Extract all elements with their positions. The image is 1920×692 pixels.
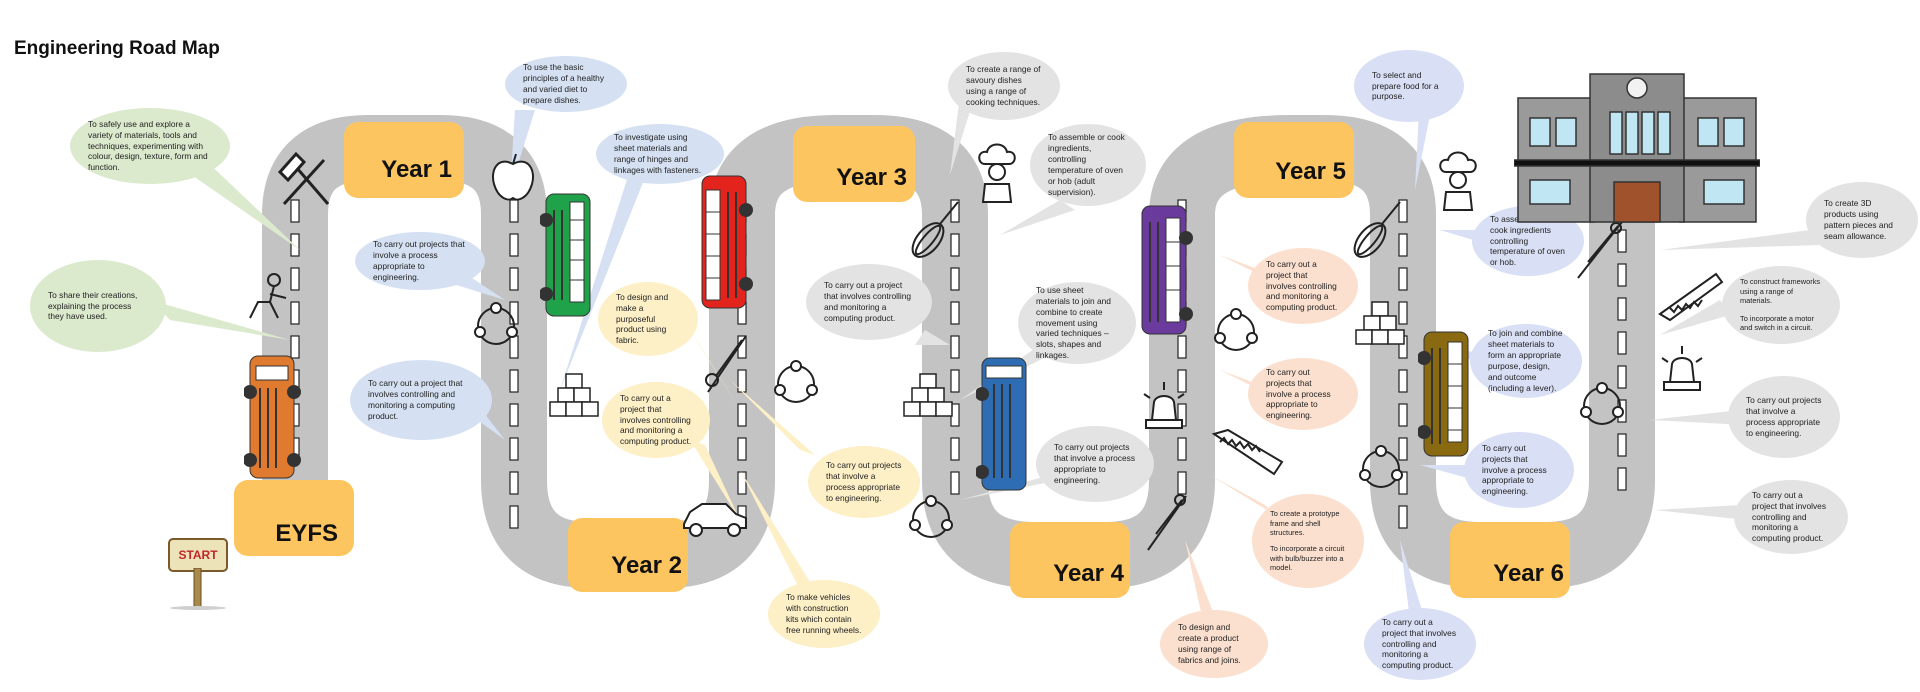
- objective-text: To use the basic principles of a healthy…: [523, 62, 605, 105]
- objective-bubble: To design and make a purposeful product …: [598, 282, 698, 356]
- year-label-4: Year 4: [1010, 522, 1130, 598]
- year-label-2: Year 2: [568, 518, 688, 592]
- objective-text: To investigate using sheet materials and…: [614, 132, 702, 175]
- objective-text: To design and create a product using ran…: [1178, 622, 1241, 665]
- objective-bubble: To carry out projects that involve a pro…: [1464, 432, 1574, 508]
- objective-text: To safely use and explore a variety of m…: [88, 118, 208, 173]
- whisk-icon: [1353, 201, 1401, 258]
- objective-bubble: To carry out a project that involves con…: [350, 360, 492, 440]
- car-icon: [683, 503, 747, 537]
- recycle-icon: [909, 495, 953, 538]
- objective-bubble: To share their creations, explaining the…: [30, 260, 166, 352]
- objective-text: To incorporate a circuit with bulb/buzze…: [1270, 544, 1345, 573]
- objective-bubble: To create 3D products using pattern piec…: [1806, 182, 1918, 258]
- objective-bubble: To carry out projects that involve a pro…: [1248, 358, 1358, 430]
- objective-text: To carry out projects that involve a pro…: [1482, 442, 1547, 497]
- bus-icon: [1418, 331, 1469, 457]
- objective-text: To carry out a project that involves con…: [824, 280, 912, 323]
- objective-text: To share their creations, explaining the…: [48, 289, 138, 322]
- objective-bubble: To select and prepare food for a purpose…: [1354, 50, 1464, 122]
- bus-icon: [244, 355, 301, 479]
- objective-bubble: To carry out a project that involves con…: [806, 264, 932, 340]
- objective-text: To create a range of savoury dishes usin…: [966, 64, 1041, 107]
- objective-text: To use sheet materials to join and combi…: [1036, 284, 1111, 361]
- blocks-icon: [549, 373, 599, 417]
- scissors-icon: [1577, 221, 1623, 279]
- objective-bubble: To carry out a project that involves con…: [602, 382, 710, 458]
- objective-text: To carry out a project that involves con…: [1752, 489, 1827, 544]
- objective-text: To join and combine sheet materials to f…: [1488, 328, 1563, 393]
- chef-icon: [1439, 151, 1477, 211]
- school-building-icon: [1514, 73, 1760, 223]
- objective-bubble: To carry out a project that involves con…: [1734, 480, 1848, 554]
- objective-text: To assemble or cook ingredients, control…: [1048, 132, 1125, 197]
- objective-text: To create a prototype frame and shell st…: [1270, 509, 1340, 538]
- objective-text: To construct frameworks using a range of…: [1740, 276, 1821, 306]
- objective-text: To make vehicles with construction kits …: [786, 592, 862, 635]
- start-sign-icon: [170, 568, 226, 610]
- siren-icon: [1661, 346, 1703, 391]
- year-label-3: Year 3: [793, 126, 915, 202]
- objective-text: To carry out a project that involves con…: [1266, 258, 1338, 313]
- recycle-icon: [474, 302, 518, 345]
- objective-bubble: To use the basic principles of a healthy…: [505, 56, 627, 112]
- objective-bubble: To safely use and explore a variety of m…: [70, 108, 230, 184]
- objective-bubble: To carry out projects that involve a pro…: [355, 232, 485, 290]
- objective-text: To design and make a purposeful product …: [616, 291, 669, 346]
- bus-icon: [701, 175, 753, 309]
- objective-text: To carry out projects that involve a pro…: [826, 460, 902, 503]
- objective-bubble: To design and create a product using ran…: [1160, 610, 1268, 678]
- page-title: Engineering Road Map: [14, 38, 220, 59]
- blocks-icon: [1355, 301, 1405, 345]
- objective-bubble: To carry out a project that involves con…: [1364, 608, 1476, 680]
- objective-text: To carry out projects that involve a pro…: [1746, 395, 1822, 438]
- year-label-5: Year 5: [1234, 122, 1354, 198]
- objective-bubble: To make vehicles with construction kits …: [768, 580, 880, 648]
- objective-text: To carry out projects that involve a pro…: [1266, 366, 1331, 421]
- objective-bubble: To use sheet materials to join and combi…: [1018, 282, 1136, 364]
- chef-icon: [978, 143, 1016, 203]
- objective-bubble: To investigate using sheet materials and…: [596, 124, 724, 184]
- objective-bubble: To assemble or cook ingredients, control…: [1030, 124, 1146, 206]
- year-label-eyfs: EYFS: [234, 480, 354, 556]
- start-sign: START: [168, 538, 228, 572]
- saw-icon: [1658, 272, 1724, 322]
- siren-icon: [1143, 382, 1185, 429]
- objective-bubble: To carry out projects that involve a pro…: [1036, 426, 1154, 502]
- recycle-icon: [1214, 308, 1258, 351]
- year-label-1: Year 1: [344, 122, 464, 198]
- objective-text: To select and prepare food for a purpose…: [1372, 69, 1439, 102]
- bus-icon: [1141, 205, 1193, 335]
- objective-text: To carry out projects that involve a pro…: [373, 239, 465, 282]
- year-label-6: Year 6: [1450, 522, 1570, 598]
- blocks-icon: [903, 373, 953, 417]
- objective-text: To incorporate a motor and switch in a c…: [1740, 313, 1814, 333]
- objective-bubble: To carry out a project that involves con…: [1248, 248, 1358, 324]
- bus-icon: [976, 357, 1027, 491]
- objective-text: To create 3D products using pattern piec…: [1824, 198, 1893, 241]
- saw-icon: [1211, 428, 1284, 476]
- scissors-icon: [705, 335, 747, 393]
- recycle-icon: [1580, 382, 1624, 425]
- person-icon: [249, 273, 287, 319]
- hammer-pick-icon: [278, 151, 330, 206]
- whisk-icon: [911, 201, 959, 258]
- objective-bubble: To create a range of savoury dishes usin…: [948, 52, 1060, 120]
- objective-text: To carry out a project that involves con…: [368, 378, 463, 421]
- scissors-icon: [1147, 494, 1187, 551]
- objective-text: To carry out projects that involve a pro…: [1054, 442, 1136, 485]
- bus-icon: [540, 193, 591, 317]
- objective-bubble: To carry out projects that involve a pro…: [1728, 376, 1840, 458]
- objective-text: To carry out a project that involves con…: [620, 392, 692, 447]
- objective-bubble: To join and combine sheet materials to f…: [1470, 324, 1582, 398]
- recycle-icon: [774, 360, 818, 403]
- objective-bubble: To create a prototype frame and shell st…: [1252, 494, 1364, 588]
- objective-bubble: To carry out projects that involve a pro…: [808, 446, 920, 518]
- objective-text: To carry out a project that involves con…: [1382, 616, 1457, 671]
- recycle-icon: [1359, 445, 1403, 488]
- objective-bubble: To construct frameworks using a range of…: [1722, 266, 1840, 344]
- apple-icon: [492, 153, 534, 201]
